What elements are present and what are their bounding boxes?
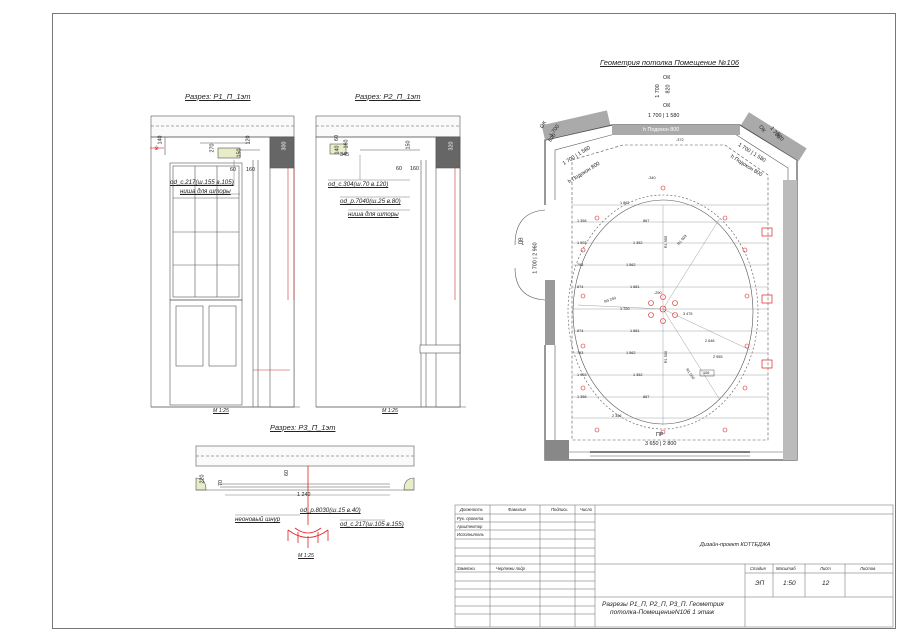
section-p3-drawing [195,445,415,548]
plan-bottom-pr: ПР [656,432,664,438]
tb-header: Число [580,507,592,512]
tb-role: Архитектор [457,524,483,529]
dim-label: 793 [577,351,584,355]
dim-label: 1 562 [626,351,636,355]
plan-door-label: ДВ [518,237,525,245]
dim-label: 60 [334,135,340,141]
note-neon: неоновый шнур [235,516,281,523]
section-p3-scale: М 1:25 [298,553,314,559]
tb-stage: ЭП [755,580,765,587]
dim-label: 1 358 [577,395,587,399]
dim-label: 1 700 [654,84,661,98]
dim-label: 160 [343,139,350,149]
dim-label: 1 700 | 1 580 [648,113,680,119]
dim-label: 300 [281,141,288,151]
plan-top-ok: ОК [663,75,671,81]
plan-title: Геометрия потолка Помещение №106 [600,58,740,67]
dim-label: 1 700 | 2 960 [532,242,539,274]
dim-label: 674 [577,329,584,333]
plan-top-ok2: ОК [663,103,671,109]
tb-header: Должность [460,507,483,512]
tb-header: Фамилия [508,507,526,512]
section-p2-scale: М 1:25 [382,408,398,414]
dim-label: 160 [410,166,419,172]
dim-label: 320 [448,141,455,151]
dim-label: 270 [209,143,216,153]
note-fixture: od_p.8030(ш.15 в.40) [300,507,361,514]
dim-label: 1 720 [620,307,630,311]
dim-label: 1 681 [630,329,640,333]
tb-sheet: 12 [822,580,830,587]
section-p1-drawing: ※ [150,115,300,408]
dim-label: 1 681 [630,285,640,289]
dim-label: 820 [665,84,672,94]
note-niche: ниша для шторы [348,211,399,218]
dim-label: 160 [246,167,255,173]
dim-label: 2 955 [713,355,723,359]
radius-label: R1 500 [664,350,669,364]
tb-stage-header: Стадия [750,566,766,571]
dim-label: 1 562 [626,263,636,267]
plan-sill-label: h Подокон 800 [643,127,680,133]
dim-label: 150 [405,140,412,150]
ceiling-plan-drawing [514,110,807,461]
note-fixture: od_c.217(ш.155 в.105) [170,179,234,186]
dim-label: 867 [643,395,650,399]
dim-label: 1 240 [297,492,311,498]
dim-label: 2 648 [705,339,715,343]
dim-label: 150 [236,148,243,158]
section-p2-drawing [315,115,466,408]
note-fixture: od_c.217(ш.105 в.155) [340,521,404,528]
dim-label: 793 [577,263,584,267]
dim-label: 1 903 [577,241,587,245]
section-p3-title: Разрез: Р3_П_1эт [270,423,336,432]
note-fixture: od_c.304(ш.70 в.120) [328,181,389,188]
dim-label: 106 [703,371,710,375]
dim-label: 60 [284,470,290,476]
tb-stage-header: Масштаб [776,566,796,571]
title-block-grid [454,504,894,628]
dim-label: 60 [396,166,402,172]
note-niche: ниша для шторы [180,188,231,195]
tb-role: Рук. проекта [457,516,484,521]
svg-text:※: ※ [154,145,159,152]
dim-label: -340 [648,176,656,180]
dim-label: 1 903 [577,373,587,377]
tb-stage-header: Лист [820,566,831,571]
tb-row-label: Чертежи подр [496,566,525,571]
dim-label: -372 [676,138,684,142]
dim-label: 674 [577,285,584,289]
tb-drawing-title-1: Разрезы Р1_П, Р2_П, Р3_П. Геометрия [602,601,724,608]
tb-project-name: Дизайн-проект КОТТЕДЖА [700,542,771,548]
dim-label: 3 650 | 2 800 [645,441,677,447]
dim-label: 1 352 [633,373,643,377]
drawing-sheet [52,13,896,629]
dim-label: 2 356 [612,414,622,418]
tb-scale: 1:50 [783,580,796,587]
dim-label: -290 [654,291,662,295]
dim-label: 345 [340,152,349,158]
tb-row-label: Заметки [457,566,475,571]
section-p1-title: Разрез: Р1_П_1эт [185,92,251,101]
tb-role: Исполнитель [457,532,484,537]
section-p2-title: Разрез: Р2_П_1эт [355,92,421,101]
dim-label: 70 [218,480,224,486]
dim-label: 220 [199,474,206,484]
dim-label: 120 [245,135,252,145]
tb-stage-header: Листов [860,566,876,571]
dim-label: 60 [230,167,236,173]
radius-label: R1 955 [664,235,669,249]
tb-header: Подпись [551,507,568,512]
dim-label: 1 352 [633,241,643,245]
dim-label: 867 [643,219,650,223]
tb-drawing-title-2: потолка-ПомещениеN106 1 этаж [610,609,715,616]
dim-label: 1 358 [577,219,587,223]
dim-label: 3 475 [683,312,693,316]
note-fixture: od_p.7040(ш.25 в.80) [340,198,401,205]
dim-label: 1 862 [620,201,630,205]
dim-label: 140 [157,135,164,145]
section-p1-scale: М 1:25 [213,408,229,414]
